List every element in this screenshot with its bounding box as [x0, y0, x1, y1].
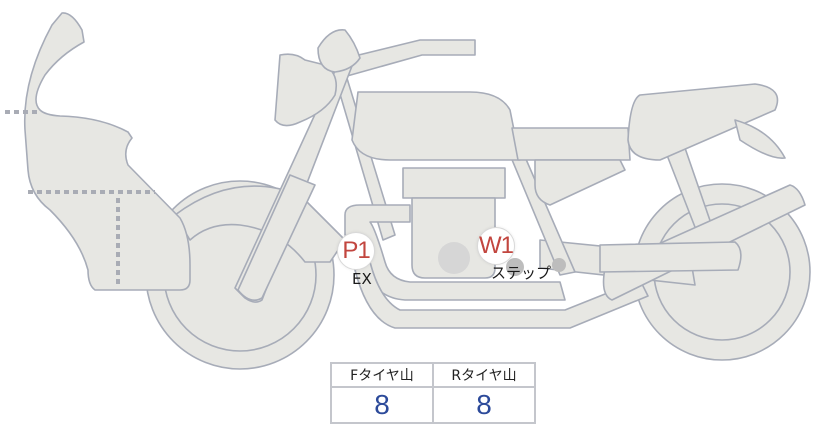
tail-cowl: [734, 119, 786, 159]
marker-w1[interactable]: W1: [477, 227, 515, 265]
muffler-end: [599, 241, 742, 273]
marker-p1-label: P1: [342, 237, 370, 264]
front-tire-value: 8: [330, 386, 434, 424]
step-dot-left: [506, 258, 524, 276]
front-tire-header: Fタイヤ山: [330, 362, 434, 388]
engine-block: [411, 197, 496, 279]
marker-w1-caption: ステップ: [491, 264, 552, 282]
fork-cover: [237, 174, 316, 301]
headlight: [274, 53, 338, 127]
fuel-tank: [351, 91, 521, 161]
mirror: [317, 29, 361, 73]
marker-p1-caption: EX: [352, 270, 372, 288]
tire-tread-table: Fタイヤ山 Rタイヤ山 8 8: [330, 362, 536, 424]
marker-p1[interactable]: P1: [337, 232, 375, 270]
rear-tire-value: 8: [432, 386, 536, 424]
tail-seat: [627, 83, 779, 161]
exhaust-pipe-lower: [354, 261, 649, 329]
engine-cover: [438, 242, 470, 274]
fairing: [23, 12, 191, 291]
rear-tire-header: Rタイヤ山: [432, 362, 536, 388]
rear-seat: [511, 127, 631, 161]
marker-w1-label: W1: [479, 232, 514, 259]
side-cover: [534, 159, 626, 206]
step-dot-right: [552, 258, 566, 272]
engine-top: [402, 167, 506, 199]
